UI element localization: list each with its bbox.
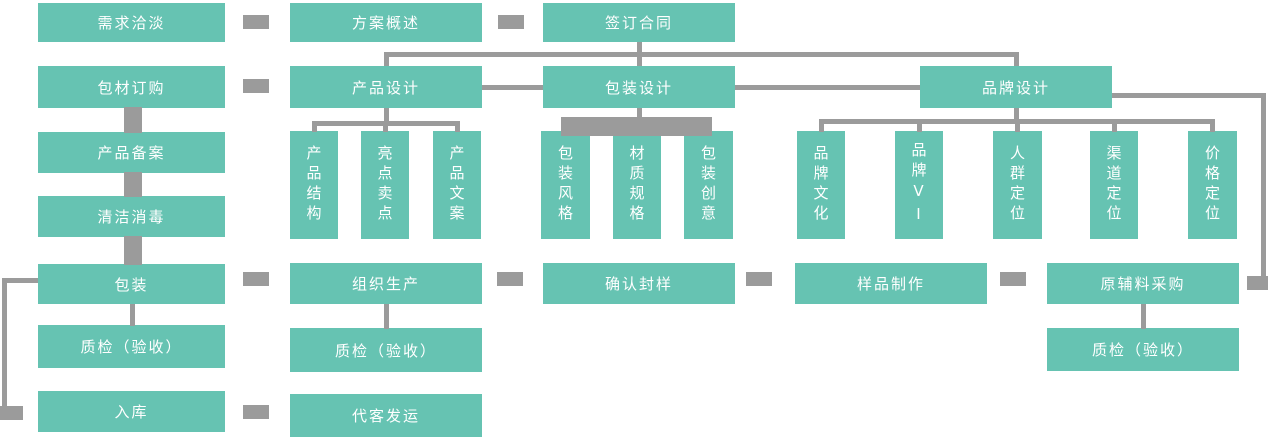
- connector-line: [819, 122, 824, 132]
- node-inbound: 入库: [38, 391, 225, 432]
- flow-dash: [497, 272, 523, 286]
- node-brand-vi: 品牌VI: [895, 131, 943, 239]
- node-packing: 包装: [38, 264, 225, 304]
- connector-line: [1015, 122, 1020, 132]
- node-organize-production: 组织生产: [290, 263, 482, 304]
- flow-dash: [1247, 276, 1268, 290]
- connector-line: [1261, 93, 1266, 283]
- node-clean-disinfect: 清洁消毒: [38, 196, 225, 237]
- node-package-style: 包装风格: [541, 131, 590, 239]
- node-product-design: 产品设计: [290, 66, 482, 108]
- connector-line: [735, 85, 920, 90]
- connector-line: [1210, 122, 1215, 132]
- connector-line: [384, 108, 389, 124]
- connector-line: [384, 52, 389, 66]
- connector-line: [1112, 93, 1266, 98]
- node-product-structure: 产品结构: [290, 131, 338, 239]
- node-material-spec: 材质规格: [613, 131, 661, 239]
- flow-dash: [243, 405, 269, 419]
- connector-line: [384, 304, 389, 329]
- connector-line: [1014, 108, 1019, 122]
- node-brand-culture: 品牌文化: [797, 131, 845, 239]
- node-plan-overview: 方案概述: [290, 3, 482, 42]
- connector-line: [312, 124, 317, 132]
- node-crowd-positioning: 人群定位: [993, 131, 1042, 239]
- node-confirm-sample: 确认封样: [543, 263, 735, 304]
- connector-line: [1141, 304, 1146, 329]
- node-sign-contract: 签订合同: [543, 3, 735, 42]
- flow-dash: [746, 272, 772, 286]
- flow-dash: [243, 15, 269, 29]
- connector-line: [917, 122, 922, 132]
- node-qc-production: 质检（验收）: [290, 328, 482, 372]
- node-demand-talk: 需求洽淡: [38, 3, 225, 42]
- flow-dash: [243, 272, 269, 286]
- node-raw-material-purchase: 原辅料采购: [1047, 263, 1239, 304]
- node-product-copywriting: 产品文案: [433, 131, 481, 239]
- flow-dash: [243, 79, 269, 93]
- flow-dash: [0, 406, 23, 420]
- connector-line: [482, 85, 543, 90]
- node-dispatch: 代客发运: [290, 394, 482, 437]
- connector-line: [384, 52, 1019, 57]
- connector-line: [637, 108, 642, 118]
- node-package-design: 包装设计: [543, 66, 735, 108]
- node-qc-left: 质检（验收）: [38, 325, 225, 368]
- flow-dash: [498, 15, 524, 29]
- connector-bar: [124, 236, 142, 265]
- node-selling-points: 亮点卖点: [361, 131, 409, 239]
- connector-line: [383, 124, 388, 132]
- connector-line: [312, 121, 460, 126]
- connector-line: [2, 278, 38, 283]
- node-qc-raw-material: 质检（验收）: [1047, 328, 1239, 371]
- node-channel-positioning: 渠道定位: [1090, 131, 1138, 239]
- node-brand-design: 品牌设计: [920, 66, 1112, 108]
- node-sample-making: 样品制作: [795, 263, 987, 304]
- node-price-positioning: 价格定位: [1188, 131, 1237, 239]
- connector-bar: [561, 117, 712, 136]
- flow-dash: [1000, 272, 1026, 286]
- connector-line: [130, 304, 135, 326]
- connector-line: [455, 124, 460, 132]
- connector-line: [2, 278, 7, 414]
- connector-line: [1014, 52, 1019, 66]
- node-material-order: 包材订购: [38, 66, 225, 108]
- connector-bar: [124, 107, 142, 133]
- connector-bar: [124, 172, 142, 197]
- node-product-record: 产品备案: [38, 132, 225, 173]
- node-package-creative: 包装创意: [684, 131, 733, 239]
- connector-line: [819, 119, 1215, 124]
- connector-line: [1112, 122, 1117, 132]
